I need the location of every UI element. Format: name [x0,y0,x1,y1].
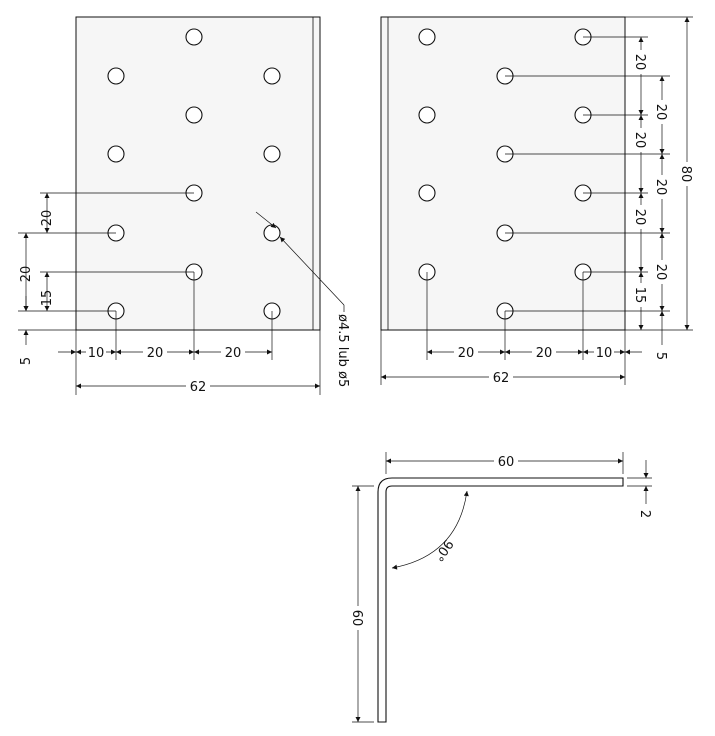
hole [418,28,436,46]
dim-label-right-width: 62 [493,371,510,386]
dim-label-right-h2: 20 [536,346,553,361]
hole [185,28,203,46]
hole-leader: ø4.5 lub ø5 [255,211,350,387]
dim-label-right-r3: 20 [632,132,647,149]
right-horizontal-dimensions: 20 20 10 62 [381,344,642,386]
left-plate-holes [107,28,281,320]
dim-label-right-r4: 20 [653,179,668,196]
dim-label-left-v2: 20 [19,266,34,283]
dim-label-right-r2: 20 [653,104,668,121]
dim-label-left-h2: 20 [147,346,164,361]
angle-side-view: 60 60 2 90° [349,452,652,723]
hole [418,106,436,124]
dim-label-right-r7: 15 [632,287,647,304]
dim-label-side-thickness: 2 [637,510,652,518]
dim-label-right-height: 80 [678,166,693,183]
dim-label-left-h1: 10 [88,346,105,361]
right-vertical-dimensions: 20 20 20 20 20 20 15 5 80 [632,17,696,360]
dim-label-right-r8: 5 [653,352,668,360]
dim-label-left-v3: 15 [40,290,55,307]
right-plate-outline [380,16,626,331]
left-vertical-dimensions: 20 20 15 5 [19,193,55,365]
dim-label-side-left: 60 [349,610,364,627]
left-horizontal-dimensions: 10 20 20 62 [58,344,320,395]
dim-label-right-r6: 20 [653,264,668,281]
left-plate-view: 20 20 15 5 10 20 20 62 ø4.5 lub ø5 [18,16,350,395]
hole [263,67,281,85]
hole [107,67,125,85]
dim-label-left-width: 62 [190,380,207,395]
dim-label-right-r5: 20 [632,209,647,226]
dim-label-right-h3: 10 [596,346,613,361]
hole [107,145,125,163]
hole [185,106,203,124]
dim-label-right-r1: 20 [632,54,647,71]
dim-label-right-h1: 20 [458,346,475,361]
dim-label-left-v4: 5 [19,357,34,365]
dim-label-side-top: 60 [498,455,515,470]
left-plate-outline [75,16,321,331]
dim-label-left-v1: 20 [40,210,55,227]
hole-size-note: ø4.5 lub ø5 [335,314,350,387]
hole [418,184,436,202]
hole [263,145,281,163]
angle-profile [377,477,624,723]
right-plate-view: 20 20 20 20 20 20 15 5 80 20 20 10 62 [380,16,696,386]
dim-label-left-h3: 20 [225,346,242,361]
dim-label-side-angle: 90° [430,536,456,563]
angle-arc [391,490,469,570]
hole [263,224,281,242]
